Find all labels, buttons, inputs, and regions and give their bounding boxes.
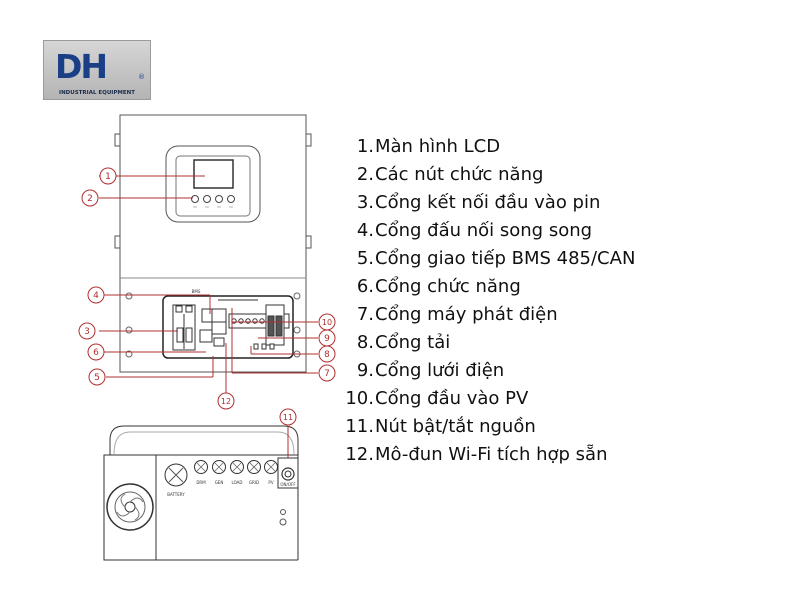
legend-item: 12.Mô-đun Wi-Fi tích hợp sẵn (340, 440, 635, 468)
legend-text: Cổng chức năng (375, 275, 521, 297)
legend-item: 7.Cổng máy phát điện (340, 300, 635, 328)
legend-item: 1.Màn hình LCD (340, 132, 635, 160)
legend-number: 11. (345, 415, 374, 437)
battery-port-label: BATTERY (167, 492, 185, 497)
brand-logo: DH ® INDUSTRIAL EQUIPMENT (43, 40, 151, 100)
port-label-gen: GEN (215, 480, 224, 485)
legend-item: 5.Cổng giao tiếp BMS 485/CAN (340, 244, 636, 272)
legend-number: 12. (345, 443, 374, 465)
port-label-drm: DRM (196, 480, 206, 485)
legend-item: 8.Cổng tải (340, 328, 635, 356)
legend-item: 3.Cổng kết nối đầu vào pin (340, 188, 635, 216)
callout-label-2: 2 (87, 194, 93, 204)
callout-label-10: 10 (322, 318, 332, 327)
inverter-bottom-view (103, 425, 299, 561)
callout-label-3: 3 (84, 327, 90, 337)
legend-text: Cổng lưới điện (375, 359, 505, 381)
legend-text: Màn hình LCD (375, 135, 501, 157)
bms-top-label: BMS (192, 289, 201, 294)
callout-circle-7 (318, 364, 336, 382)
callout-label-7: 7 (324, 369, 330, 379)
battery-breaker (172, 304, 196, 351)
port-label-pv: PV (268, 480, 273, 485)
legend-item: 11.Nút bật/tắt nguồn (340, 412, 635, 440)
callout-label-11: 11 (283, 413, 293, 422)
legend-text: Cổng giao tiếp BMS 485/CAN (375, 247, 636, 269)
legend-number: 1. (356, 135, 374, 157)
callout-label-4: 4 (93, 291, 99, 301)
callout-label-1: 1 (105, 172, 111, 182)
callout-circle-4 (87, 286, 105, 304)
callout-circle-1 (99, 167, 117, 185)
legend-text: Cổng đầu vào PV (375, 387, 529, 409)
legend-number: 8. (356, 331, 374, 353)
leader-lines (99, 175, 318, 458)
port-label-load: LOAD (232, 480, 243, 485)
legend-text: Cổng máy phát điện (375, 303, 558, 325)
comm-ports (199, 299, 258, 347)
legend-number: 5. (356, 247, 374, 269)
legend-text: Mô-đun Wi-Fi tích hợp sẵn (375, 443, 608, 465)
callout-label-12: 12 (221, 397, 231, 406)
legend-text: Các nút chức năng (375, 163, 544, 185)
legend-number: 9. (356, 359, 374, 381)
callout-circle-3 (78, 322, 96, 340)
callout-circle-2 (81, 189, 99, 207)
legend-text: Cổng kết nối đầu vào pin (375, 191, 601, 213)
legend-number: 4. (356, 219, 374, 241)
callout-label-8: 8 (324, 350, 330, 360)
legend-number: 10. (345, 387, 374, 409)
callout-label-5: 5 (94, 373, 100, 383)
legend-item: 4.Cổng đấu nối song song (340, 216, 635, 244)
callout-circle-5 (88, 368, 106, 386)
callout-label-6: 6 (93, 348, 99, 358)
legend-item: 6.Cổng chức năng (340, 272, 635, 300)
port-label-grid: GRID (249, 480, 259, 485)
legend-number: 2. (356, 163, 374, 185)
callout-circle-11 (279, 408, 297, 426)
callout-circle-12 (217, 392, 235, 410)
legend-text: Nút bật/tắt nguồn (375, 415, 536, 437)
logo-tagline: INDUSTRIAL EQUIPMENT (59, 90, 135, 96)
legend-text: Cổng tải (375, 331, 451, 353)
legend-number: 7. (356, 303, 374, 325)
logo-mark: DH (55, 47, 108, 86)
switch-label: ON/OFF (280, 482, 296, 487)
legend-number: 6. (356, 275, 374, 297)
legend-text: Cổng đấu nối song song (375, 219, 593, 241)
function-buttons (191, 195, 235, 203)
registered-mark: ® (138, 73, 145, 81)
lcd-screen (193, 159, 234, 189)
callout-label-9: 9 (324, 334, 330, 344)
legend-item: 9.Cổng lưới điện (340, 356, 635, 384)
legend-number: 3. (356, 191, 374, 213)
callout-circle-10 (318, 313, 336, 331)
callout-circle-6 (87, 343, 105, 361)
legend-item: 2.Các nút chức năng (340, 160, 635, 188)
legend-item: 10.Cổng đầu vào PV (340, 384, 635, 412)
